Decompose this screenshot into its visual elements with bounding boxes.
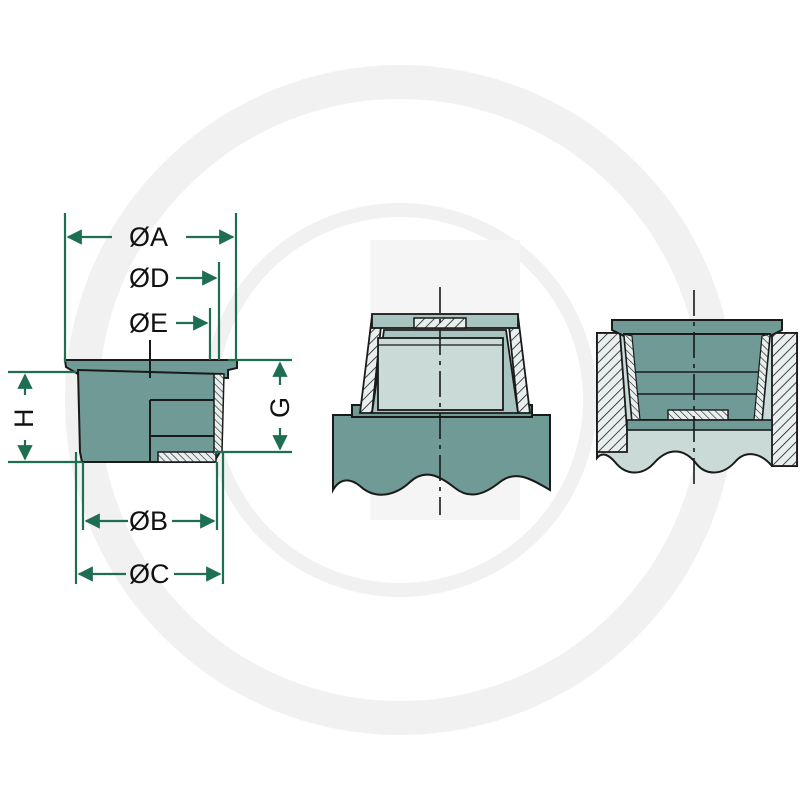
dimension-labels: ØA ØD ØE ØB ØC H G [9,222,295,589]
label-diameter-e: ØE [129,308,168,338]
dimensioned-cap [63,340,238,463]
cap-on-stub-view [332,287,551,515]
insert-bottom-section [667,409,729,421]
label-diameter-d: ØD [129,263,170,293]
cap-in-bore-view [596,290,798,490]
cap-bottom-section [157,451,217,463]
label-diameter-c: ØC [129,559,170,589]
bore-wall-right [771,332,798,467]
insert-body [622,333,772,421]
label-diameter-a: ØA [129,222,168,252]
label-height-h: H [9,409,39,429]
cap-wall-section [213,373,225,453]
label-diameter-b: ØB [129,506,168,536]
dimension-lines [8,213,292,584]
stub-base [332,414,551,496]
label-height-g: G [265,397,295,418]
